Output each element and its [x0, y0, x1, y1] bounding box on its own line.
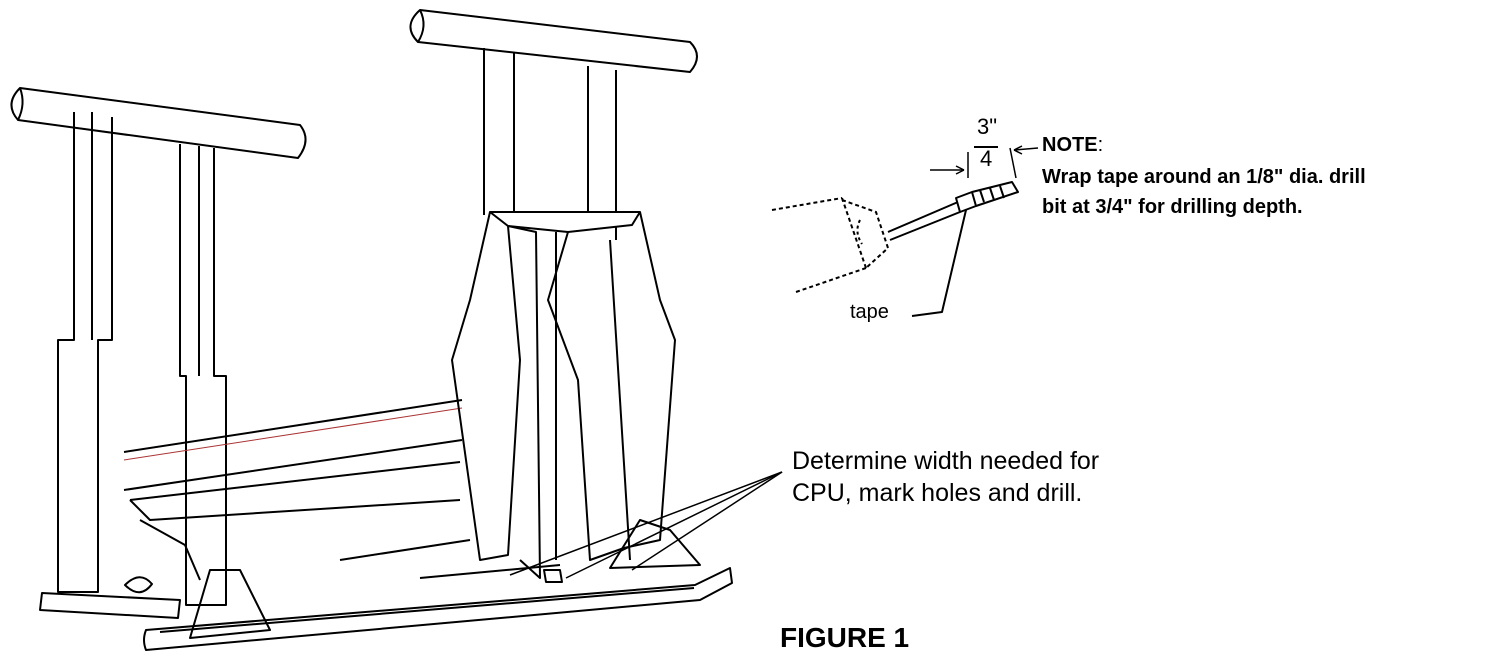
- determine-width-label: Determine width needed for CPU, mark hol…: [792, 445, 1099, 509]
- tape-label: tape: [850, 301, 889, 323]
- dimension-fraction-bar: [974, 146, 998, 148]
- dimension-numerator: 3": [977, 114, 998, 139]
- note-heading: NOTE:: [1042, 134, 1103, 157]
- cpu-holder: [451, 211, 676, 583]
- dimension-denominator: 4: [980, 146, 993, 171]
- back-right-leg: [409, 9, 698, 561]
- note-line-2: bit at 3/4" for drilling depth.: [1042, 196, 1303, 218]
- back-left-leg: [10, 87, 307, 619]
- drill-bit-detail: [771, 145, 1039, 317]
- figure-caption: FIGURE 1: [780, 622, 910, 653]
- note-body: Wrap tape around an 1/8" dia. drill bit …: [1042, 162, 1366, 222]
- perforated-beam: [123, 399, 463, 594]
- note-colon: :: [1097, 134, 1104, 156]
- determine-leaders: [509, 471, 783, 579]
- note-line-1: Wrap tape around an 1/8" dia. drill: [1042, 166, 1366, 188]
- note-title: NOTE: [1042, 134, 1098, 156]
- determine-line-1: Determine width needed for: [792, 447, 1100, 475]
- determine-line-2: CPU, mark holes and drill.: [792, 479, 1083, 507]
